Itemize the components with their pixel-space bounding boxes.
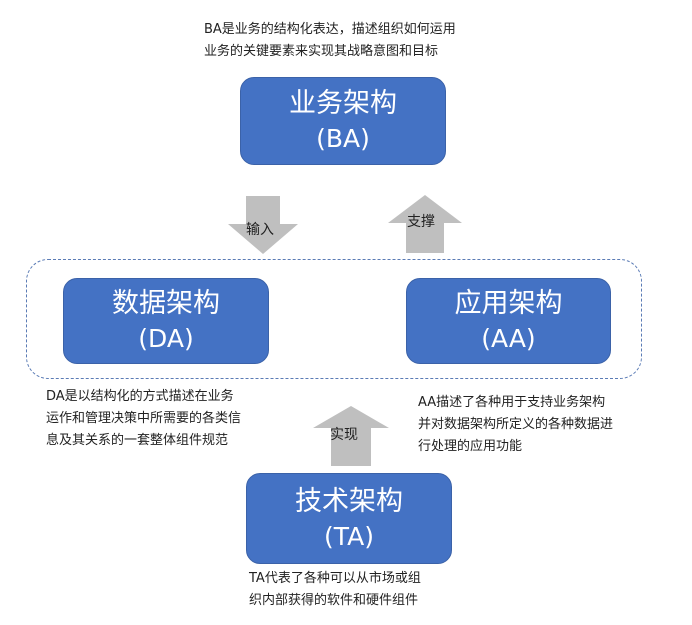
ba-description: BA是业务的结构化表达，描述组织如何运用 业务的关键要素来实现其战略意图和目标: [204, 22, 456, 59]
implement-label: 实现: [330, 427, 358, 443]
ba-code: (BA): [316, 124, 370, 153]
ta-title: 技术架构: [295, 485, 403, 517]
dashed-group-border: [26, 259, 642, 379]
ta-description: TA代表了各种可以从市场或组 织内部获得的软件和硬件组件: [249, 571, 421, 608]
business-architecture-box: 业务架构 (BA): [240, 77, 446, 165]
input-label: 输入: [246, 222, 274, 238]
ta-code: (TA): [324, 521, 374, 551]
aa-title: 应用架构: [454, 288, 563, 319]
support-arrow: [388, 195, 462, 253]
data-architecture-box: 数据架构 (DA): [63, 278, 269, 364]
implement-arrow: [313, 406, 389, 466]
technology-architecture-box: 技术架构 (TA): [246, 473, 452, 564]
da-code: (DA): [138, 324, 194, 353]
da-description: DA是以结构化的方式描述在业务 运作和管理决策中所需要的各类信 息及其关系的一套…: [46, 389, 242, 448]
support-label: 支撑: [407, 214, 435, 230]
aa-code: (AA): [481, 324, 536, 353]
application-architecture-box: 应用架构 (AA): [406, 278, 611, 364]
input-arrow: [228, 196, 298, 254]
da-title: 数据架构: [112, 288, 220, 319]
aa-description: AA描述了各种用于支持业务架构 并对数据架构所定义的各种数据进 行处理的应用功能: [418, 395, 614, 454]
ba-title: 业务架构: [289, 88, 397, 119]
